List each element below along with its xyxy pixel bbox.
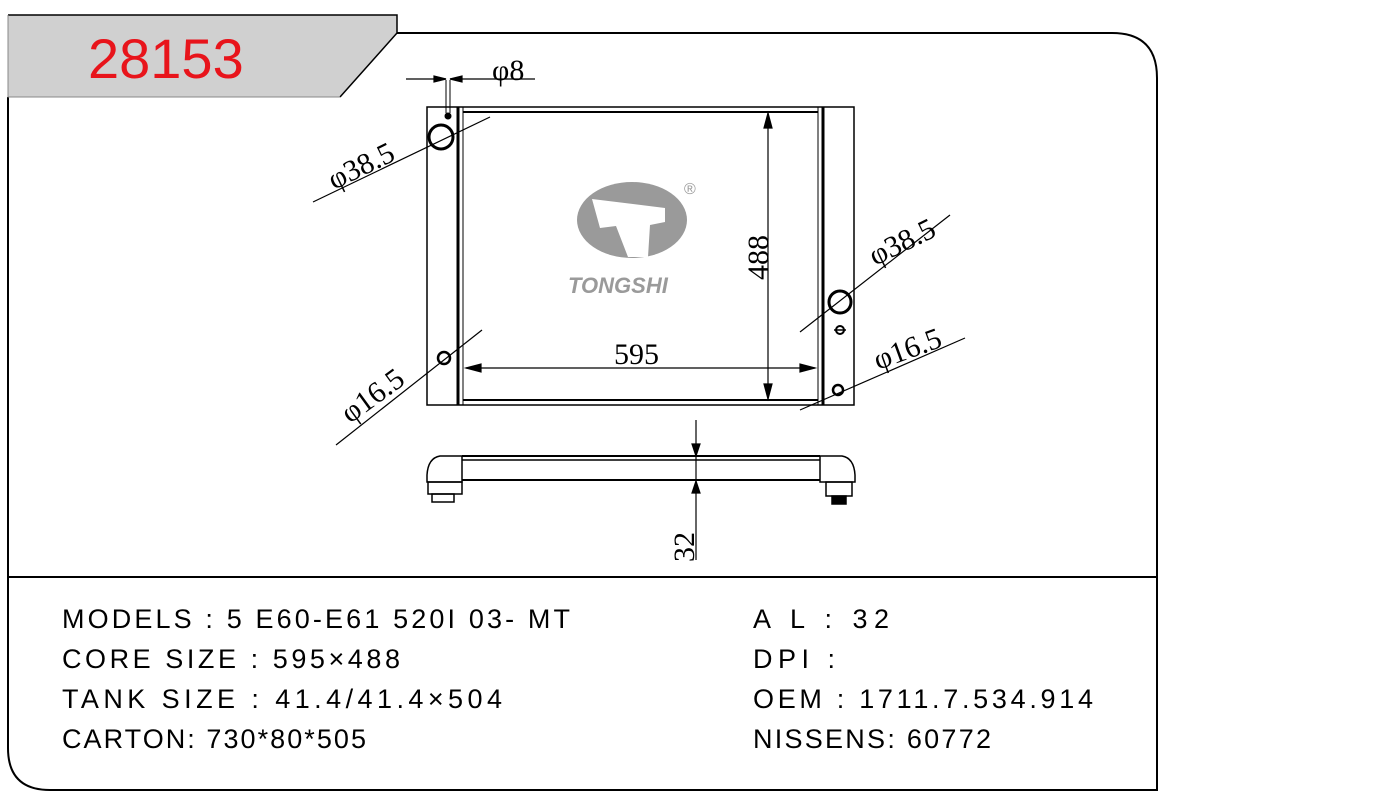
specs-left: MODELS : 5 E60-E61 520I 03- MT CORE SIZE…: [62, 604, 570, 754]
spec-tank-size: TANK SIZE : 41.4/41.4×504: [62, 684, 502, 714]
spec-carton: CARTON: 730*80*505: [62, 724, 366, 754]
core-width-label: 595: [614, 338, 659, 371]
drain-diameter-left-label: φ16.5: [335, 362, 411, 430]
drain-diameter-right-label: φ16.5: [869, 322, 946, 377]
core-height-label: 488: [742, 235, 775, 280]
spec-oem: OEM : 1711.7.534.914: [753, 684, 1093, 714]
pin-diameter-label: φ8: [492, 54, 524, 87]
spec-al: A L : 32: [753, 604, 889, 634]
spec-nissens: NISSENS: 60772: [753, 724, 991, 754]
sheet-frame: [7, 32, 1158, 791]
inlet-diameter-top-label: φ38.5: [323, 136, 400, 196]
spec-models: MODELS : 5 E60-E61 520I 03- MT: [62, 604, 570, 634]
part-number: 28153: [88, 27, 244, 90]
spec-core-size: CORE SIZE : 595×488: [62, 644, 400, 674]
tongshi-logo: ® TONGSHI: [568, 181, 696, 298]
radiator-front-view: [426, 80, 855, 406]
inlet-diameter-right-label: φ38.5: [864, 212, 941, 272]
registered-mark: ®: [684, 181, 696, 198]
part-number-tab: 28153: [7, 14, 398, 98]
logo-text: TONGSHI: [568, 273, 669, 298]
dimension-lines: [312, 75, 966, 560]
specs-right: A L : 32 DPI : OEM : 1711.7.534.914 NISS…: [753, 604, 1093, 754]
core-thickness-label: 32: [668, 532, 701, 562]
spec-dpi: DPI :: [753, 644, 835, 674]
radiator-side-view: [426, 455, 856, 505]
